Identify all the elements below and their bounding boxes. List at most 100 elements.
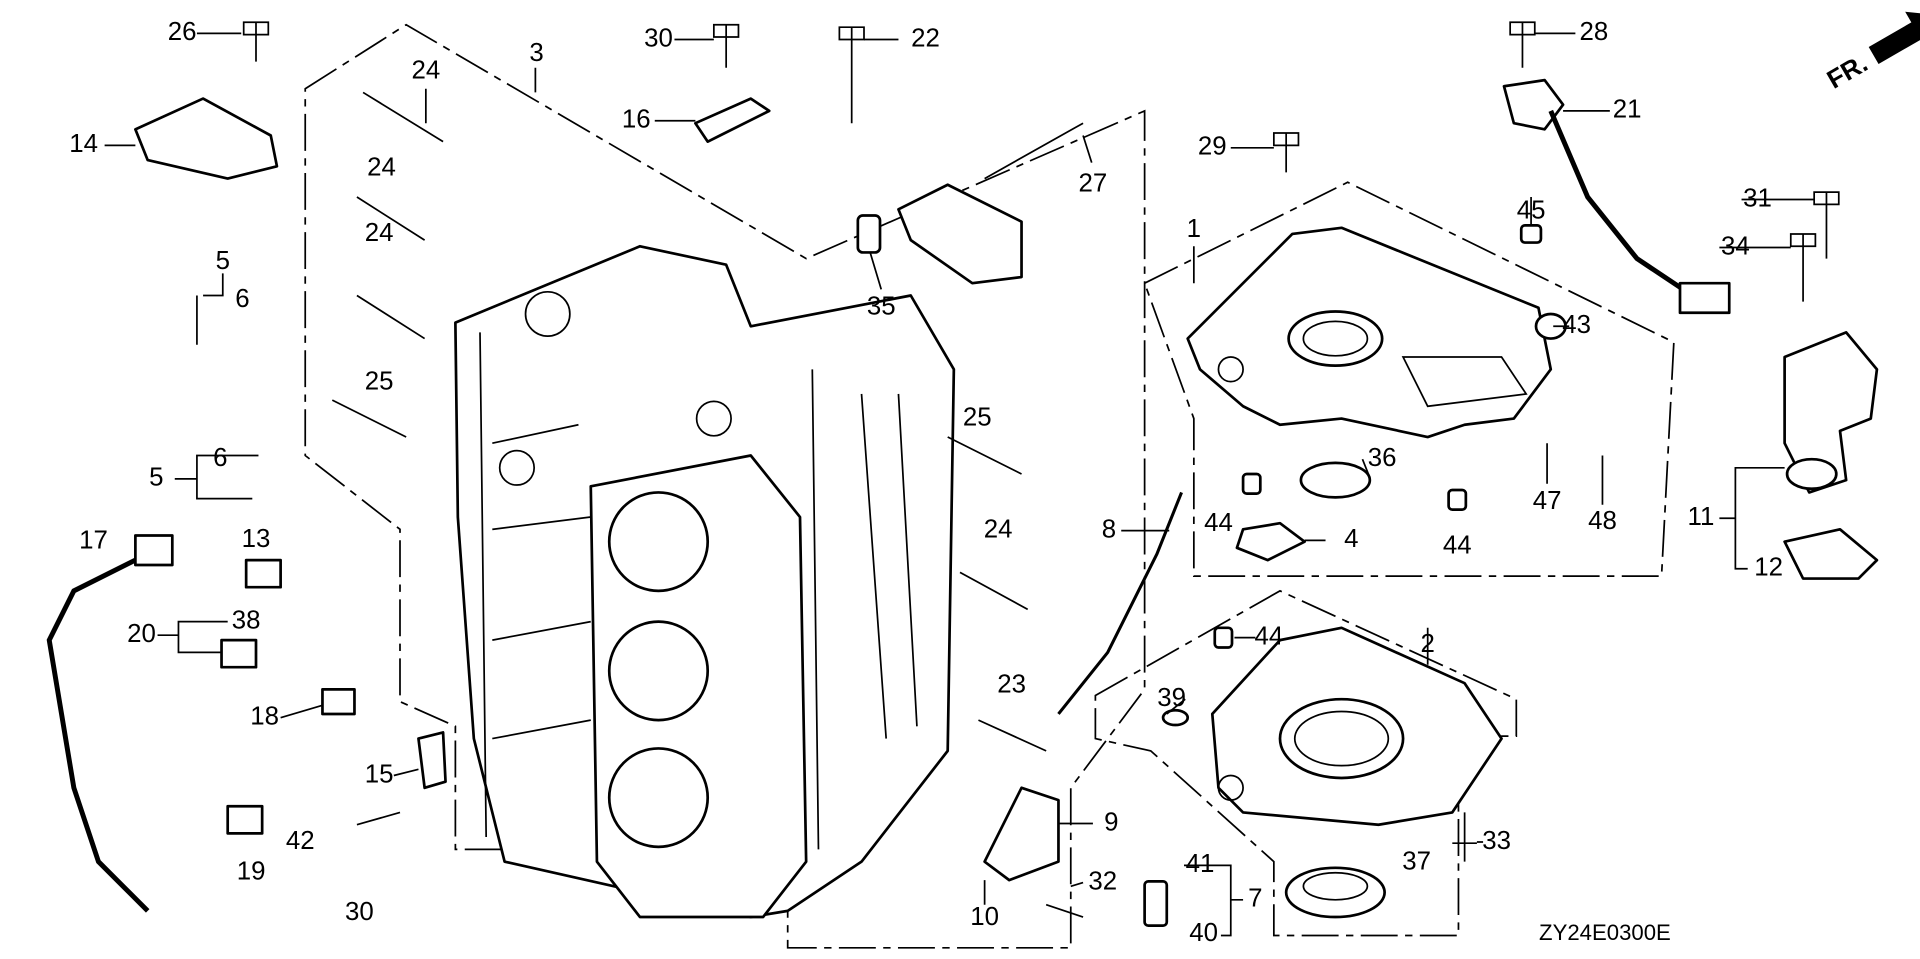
- callout-37: 37: [1402, 848, 1431, 876]
- cylinder-block: [454, 244, 956, 919]
- spacer-35: [856, 214, 882, 254]
- callout-43: 43: [1562, 311, 1591, 339]
- callout-6: 6: [213, 444, 227, 472]
- callout-39: 39: [1157, 684, 1186, 712]
- callout-31: 31: [1743, 184, 1772, 212]
- sensor-19: [226, 804, 264, 835]
- callout-44: 44: [1204, 509, 1233, 537]
- bolts: [242, 21, 1840, 918]
- callout-17: 17: [79, 526, 108, 554]
- callout-14: 14: [69, 130, 98, 158]
- callout-24: 24: [411, 56, 440, 84]
- connector-21: [1678, 281, 1731, 315]
- callout-1: 1: [1187, 215, 1201, 243]
- dowel-44b: [1447, 488, 1468, 512]
- cylinder-bore-3: [607, 747, 710, 849]
- cover-1-group-outline: [1143, 181, 1675, 577]
- gasket-4: [1235, 521, 1306, 562]
- callout-3: 3: [529, 39, 543, 67]
- bracket-14: [134, 97, 279, 180]
- callout-44: 44: [1443, 531, 1472, 559]
- callout-25: 25: [365, 368, 394, 396]
- vtc-solenoid-11: [1783, 331, 1879, 494]
- sensor-18: [321, 687, 356, 716]
- o-ring-39: [1161, 708, 1190, 727]
- wire-harness-17: [46, 551, 150, 913]
- front-direction-marker: FR.: [1823, 11, 1920, 95]
- callout-47: 47: [1533, 487, 1562, 515]
- callout-45: 45: [1517, 197, 1546, 225]
- cover-2: [1210, 626, 1503, 827]
- camshaft-holder-27: [897, 183, 1023, 285]
- callout-5: 5: [149, 464, 163, 492]
- sensor-13: [244, 558, 282, 589]
- dowel-44a: [1241, 472, 1262, 496]
- callout-30: 30: [345, 898, 374, 926]
- callout-25: 25: [963, 403, 992, 431]
- callout-48: 48: [1588, 507, 1617, 535]
- callout-6: 6: [235, 285, 249, 313]
- cylinder-bore-1: [607, 491, 710, 593]
- callout-7: 7: [1248, 885, 1262, 913]
- callout-41: 41: [1186, 850, 1215, 878]
- callout-28: 28: [1579, 18, 1608, 46]
- front-arrow-icon: [1868, 11, 1920, 65]
- callout-9: 9: [1104, 808, 1118, 836]
- callout-38: 38: [232, 606, 261, 634]
- dowel-44c: [1213, 626, 1234, 649]
- callout-5: 5: [216, 247, 230, 275]
- group-outlines: [304, 23, 1675, 949]
- callout-21: 21: [1613, 96, 1642, 124]
- sleeve-7: [1143, 879, 1169, 928]
- callout-18: 18: [250, 702, 279, 730]
- callout-44: 44: [1255, 622, 1284, 650]
- sensor-21-wire: [1548, 109, 1694, 298]
- bracket-9: [983, 786, 1060, 882]
- cylinder-bore-2: [607, 620, 710, 722]
- callout-24: 24: [365, 219, 394, 247]
- dipstick-8: [1057, 491, 1183, 715]
- callout-36: 36: [1368, 444, 1397, 472]
- callout-13: 13: [242, 525, 271, 553]
- callout-27: 27: [1079, 170, 1108, 198]
- callout-12: 12: [1754, 554, 1783, 582]
- callout-35: 35: [867, 293, 896, 321]
- oil-seal-37: [1284, 866, 1386, 919]
- callout-4: 4: [1344, 525, 1358, 553]
- bracket-15: [417, 731, 447, 790]
- callout-15: 15: [365, 760, 394, 788]
- callout-42: 42: [286, 827, 315, 855]
- callout-19: 19: [237, 858, 266, 886]
- callout-23: 23: [997, 670, 1026, 698]
- connector-17: [134, 534, 174, 567]
- bracket-16: [694, 97, 771, 144]
- callout-2: 2: [1421, 630, 1435, 658]
- callout-24: 24: [367, 154, 396, 182]
- dowel-45: [1519, 223, 1543, 244]
- callout-32: 32: [1088, 867, 1117, 895]
- cover-2-group-outline: [1094, 589, 1518, 937]
- sensor-20: [220, 638, 258, 669]
- callout-34: 34: [1721, 232, 1750, 260]
- callout-29: 29: [1198, 133, 1227, 161]
- callout-20: 20: [127, 620, 156, 648]
- callout-24: 24: [984, 515, 1013, 543]
- callout-30: 30: [644, 24, 673, 52]
- cylinder-block-group-outline: [304, 23, 1146, 949]
- callout-26: 26: [168, 18, 197, 46]
- cover-1: [1186, 226, 1553, 439]
- callout-33: 33: [1482, 827, 1511, 855]
- callout-11: 11: [1688, 503, 1715, 531]
- drawing-code: ZY24E0300E: [1539, 920, 1671, 945]
- callout-10: 10: [970, 903, 999, 931]
- front-label: FR.: [1823, 49, 1873, 94]
- callout-16: 16: [622, 106, 651, 134]
- oil-seal-36: [1299, 461, 1372, 499]
- small-parts: [46, 78, 1879, 928]
- callout-22: 22: [911, 24, 940, 52]
- leader-lines: [104, 32, 1815, 937]
- callout-8: 8: [1102, 515, 1116, 543]
- callout-40: 40: [1189, 919, 1218, 947]
